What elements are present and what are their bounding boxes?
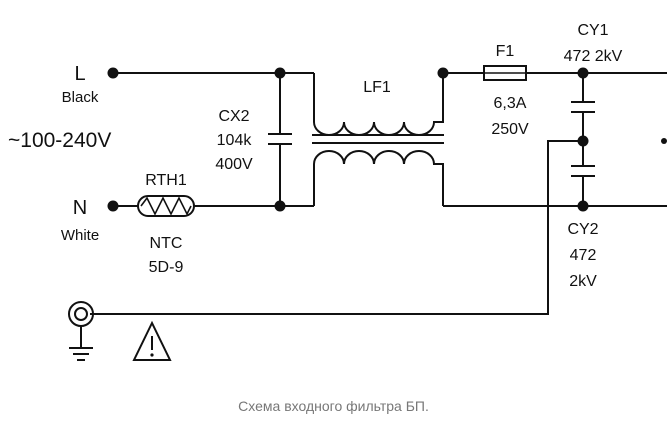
- ground-terminal-inner: [74, 307, 88, 321]
- label-rth-value: 5D-9: [149, 259, 184, 276]
- junction-dot: [577, 135, 589, 147]
- label-lf1: LF1: [363, 79, 391, 96]
- label-cx2-name: CX2: [218, 108, 249, 125]
- rth1-zigzag: [140, 196, 192, 216]
- label-cy1-value: 472 2kV: [564, 48, 623, 65]
- label-cy2-value: 472: [570, 247, 597, 264]
- label-cy1-name: CY1: [577, 22, 608, 39]
- label-cx2-value: 104k: [217, 132, 253, 149]
- label-fuse-name: F1: [496, 43, 515, 60]
- label-voltage: ~100-240V: [8, 129, 111, 152]
- label-fuse-current: 6,3A: [494, 95, 527, 112]
- junction-dot: [577, 67, 589, 79]
- ground-terminal-outer: [68, 301, 94, 327]
- terminal-neutral: [107, 200, 119, 212]
- junction-dot: [274, 200, 286, 212]
- junction-dot: [577, 200, 589, 212]
- junction-dot: [437, 67, 449, 79]
- lf1-winding-bottom: [313, 150, 444, 206]
- label-line-color: Black: [62, 89, 99, 106]
- warning-icon: [132, 320, 172, 361]
- filter-schematic: L Black ~100-240V N White CX2 104k 400V …: [8, 22, 667, 361]
- label-cy2-name: CY2: [567, 221, 598, 238]
- figure-caption: Схема входного фильтра БП.: [238, 398, 429, 414]
- label-fuse-voltage: 250V: [491, 121, 529, 138]
- label-neutral-color: White: [61, 227, 99, 244]
- label-cy2-voltage: 2kV: [569, 273, 597, 290]
- label-neutral: N: [73, 197, 87, 219]
- label-line: L: [74, 63, 85, 85]
- label-rth-type: NTC: [150, 235, 183, 252]
- label-cx2-voltage: 400V: [215, 156, 253, 173]
- warning-icon-dot: [150, 353, 154, 357]
- terminal-line: [107, 67, 119, 79]
- junction-dot: [661, 138, 667, 144]
- wire-ground: [90, 140, 583, 315]
- junction-dot: [274, 67, 286, 79]
- label-rth-name: RTH1: [145, 172, 187, 189]
